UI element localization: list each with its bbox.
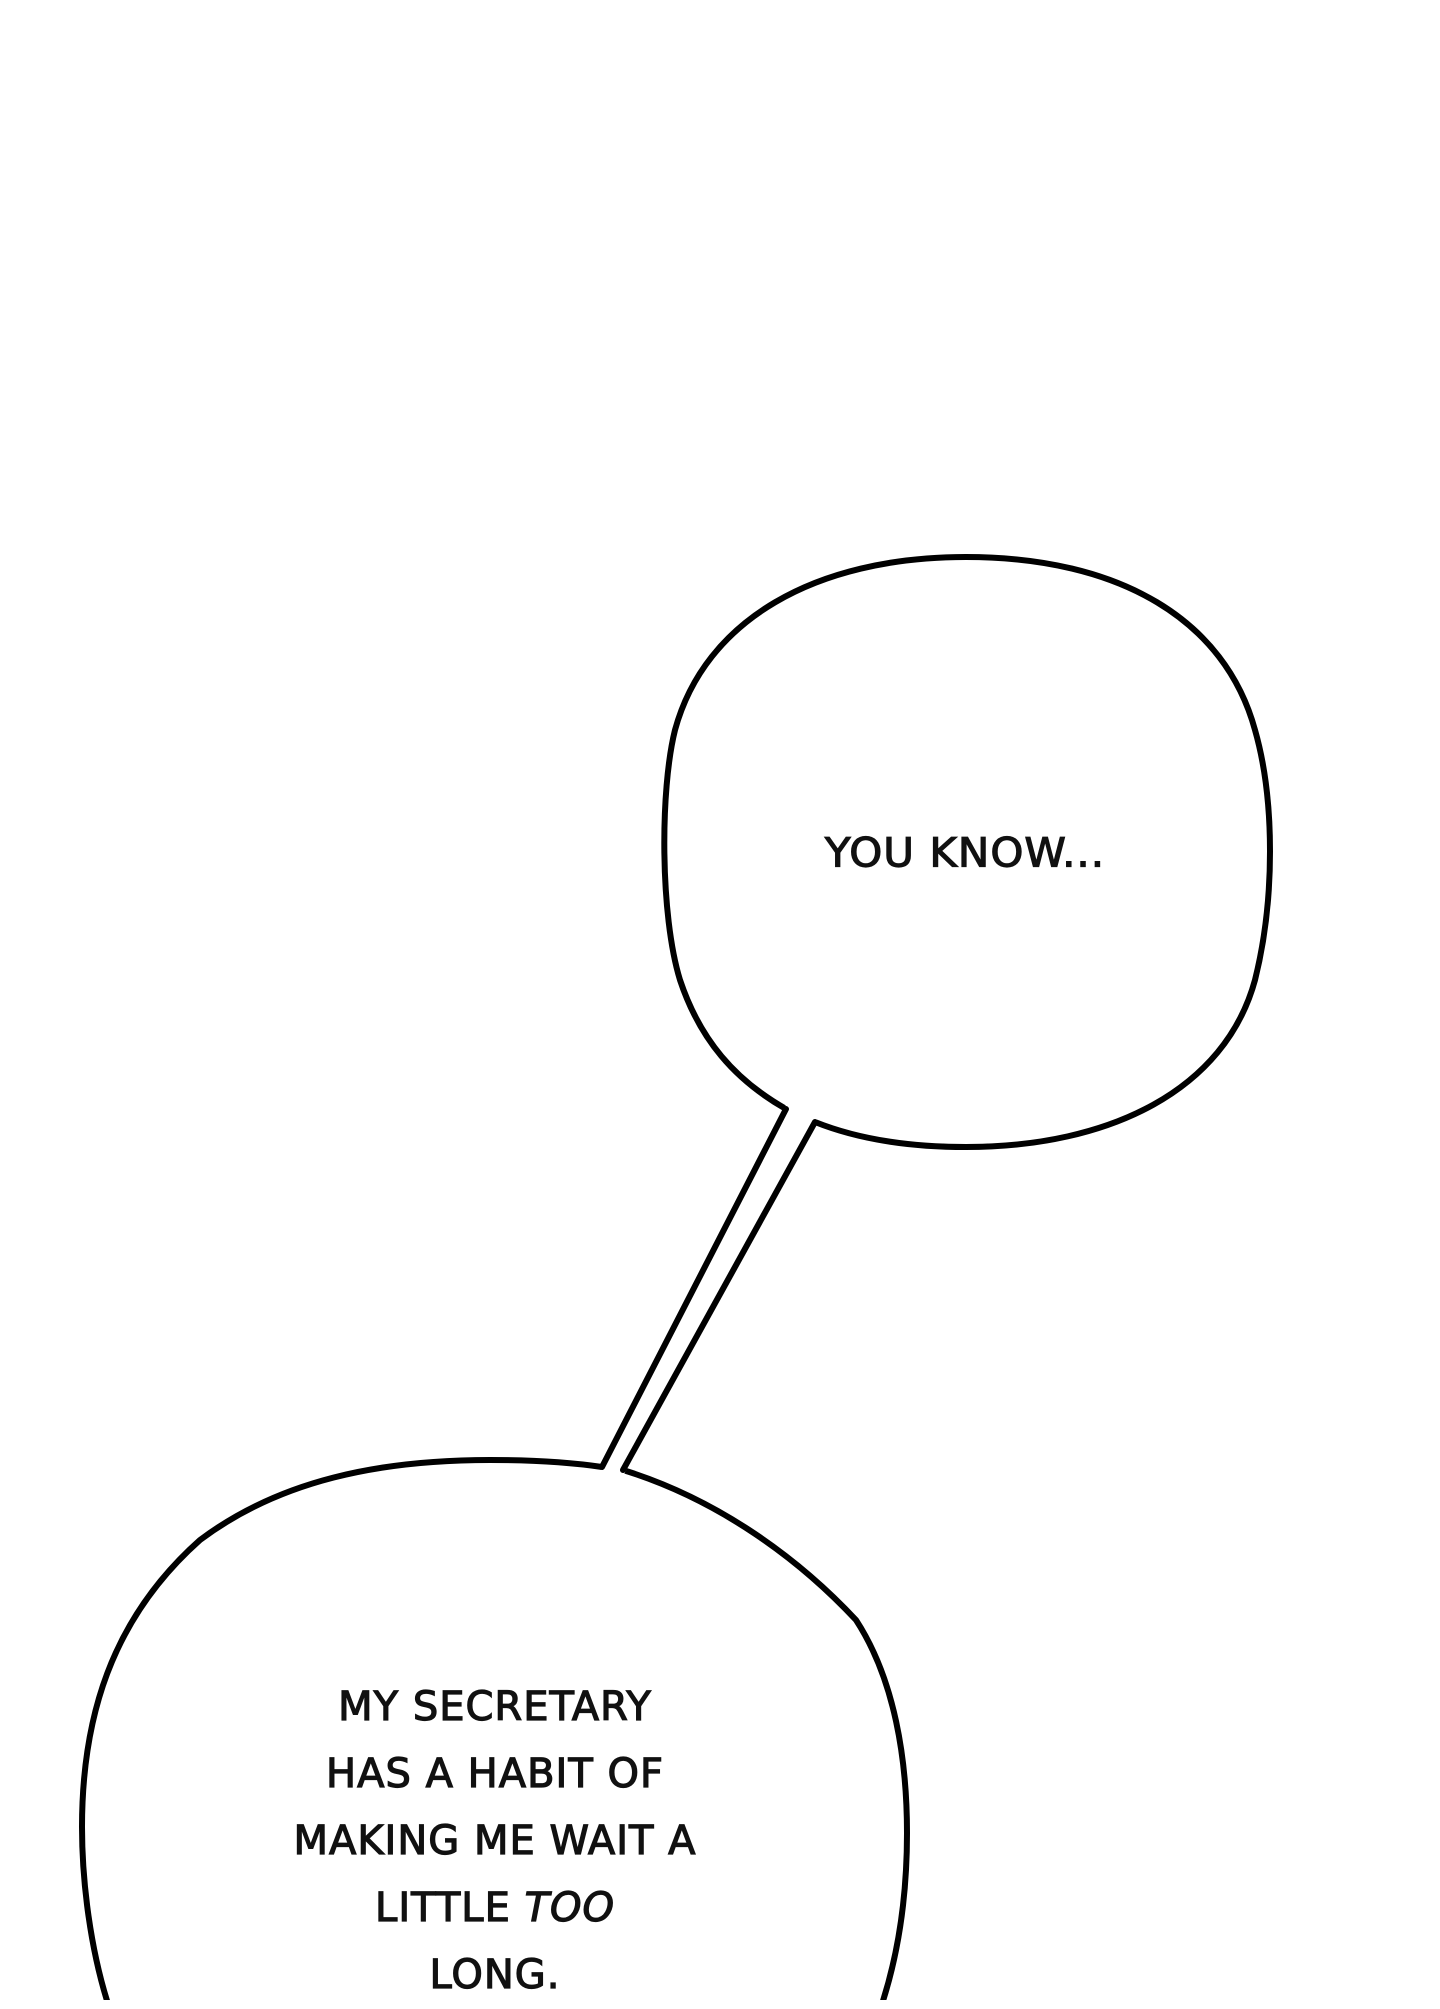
bubble-tail-left-edge: [599, 1106, 789, 1470]
upper-speech-bubble: [661, 554, 1273, 1150]
bubble-tail-fill: [600, 1105, 818, 1476]
dialogue-line: LONG.: [429, 1951, 561, 1998]
emphasized-word: TOO: [524, 1884, 615, 1931]
dialogue-line: MY SECRETARY: [338, 1683, 652, 1730]
dialogue-line-text: LITTLE: [374, 1884, 525, 1931]
upper-bubble-dialogue: YOU KNOW...: [824, 829, 1106, 877]
lower-bubble-dialogue: MY SECRETARY HAS A HABIT OF MAKING ME WA…: [245, 1674, 745, 2009]
lower-speech-bubble: [79, 1457, 910, 2000]
dialogue-line: HAS A HABIT OF: [325, 1750, 664, 1797]
dialogue-line: LITTLE TOO: [245, 1875, 745, 1942]
dialogue-line: MAKING ME WAIT A: [293, 1817, 697, 1864]
bubble-tail-right-edge: [620, 1119, 818, 1473]
